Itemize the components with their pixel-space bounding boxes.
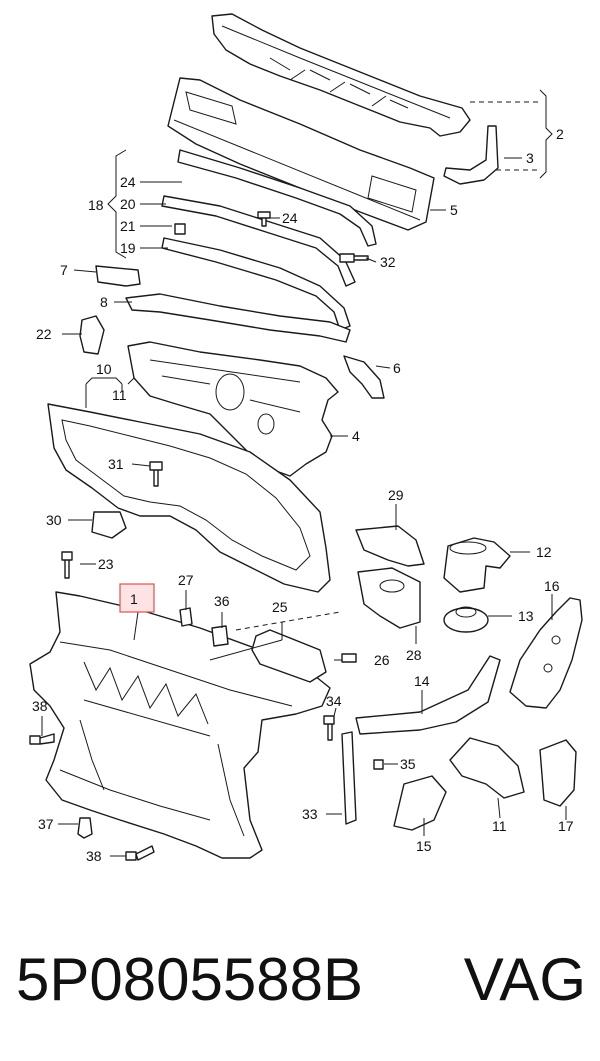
- part-12-housing: [443, 537, 511, 593]
- callout-labels: 1 2 3 5 24 18 20 21 24 19 32 7 8 22 6 4 …: [32, 126, 574, 864]
- callout-24-lower: 24: [282, 210, 298, 226]
- callout-33: 33: [302, 806, 318, 822]
- part-17-plate: [539, 739, 577, 807]
- part-36-clip: [211, 625, 229, 647]
- footer: 5P0805588B VAG: [0, 930, 600, 1030]
- part-10-firewall-panel: [47, 403, 331, 593]
- callout-21: 21: [120, 218, 136, 234]
- callout-5: 5: [450, 202, 458, 218]
- part-38-bolt-lower: [125, 845, 155, 861]
- part-37-clip: [77, 817, 93, 839]
- callout-11-lower: 11: [492, 818, 507, 834]
- callout-29: 29: [388, 487, 404, 503]
- callout-7: 7: [60, 262, 68, 278]
- callout-37: 37: [38, 816, 54, 832]
- part-15-bracket: [393, 775, 447, 831]
- callout-4: 4: [352, 428, 360, 444]
- highlight-box-part-1: [119, 583, 155, 613]
- callout-26: 26: [374, 652, 390, 668]
- part-33-strut: [341, 731, 357, 825]
- callout-2: 2: [556, 126, 564, 142]
- callout-19: 19: [120, 240, 136, 256]
- callout-23: 23: [98, 556, 114, 572]
- part-11-bracket: [449, 737, 525, 799]
- callout-24-upper: 24: [120, 174, 136, 190]
- callout-18: 18: [88, 197, 104, 213]
- callout-31: 31: [108, 456, 124, 472]
- part-4-bulkhead-insulation: [127, 341, 339, 477]
- part-7-bracket: [95, 265, 141, 287]
- callout-6: 6: [393, 360, 401, 376]
- callout-35: 35: [400, 756, 416, 772]
- part-31-bolt: [149, 461, 163, 487]
- callout-13: 13: [518, 608, 534, 624]
- callout-17: 17: [558, 818, 574, 834]
- callout-11-upper: 11: [112, 387, 127, 403]
- callout-27: 27: [178, 572, 194, 588]
- part-32-bolt: [339, 253, 369, 263]
- part-6-bracket: [343, 355, 385, 399]
- leader-lines: [41, 89, 567, 857]
- part-5-drain-tray: [167, 77, 435, 231]
- part-30-pad: [91, 511, 127, 539]
- part-number: 5P0805588B: [16, 946, 363, 1013]
- part-14-rail: [355, 655, 501, 735]
- part-34-bolt: [323, 715, 335, 741]
- callout-10: 10: [96, 361, 112, 377]
- callout-28: 28: [406, 647, 422, 663]
- callout-16: 16: [544, 578, 560, 594]
- callout-22: 22: [36, 326, 52, 342]
- brand-label: VAG: [463, 946, 586, 1013]
- part-28-air-duct: [357, 567, 421, 629]
- part-8-duct: [125, 293, 351, 343]
- callout-3: 3: [526, 150, 534, 166]
- part-22-bracket: [79, 315, 105, 355]
- part-2-plenum-cover: [211, 13, 471, 137]
- callout-36: 36: [214, 593, 230, 609]
- part-3-bracket: [443, 125, 499, 185]
- part-38-bolt-upper: [29, 733, 55, 745]
- part-16-side-member: [509, 597, 583, 709]
- part-24-seal: [177, 149, 377, 247]
- callout-34: 34: [326, 693, 342, 709]
- callout-15: 15: [416, 838, 432, 854]
- part-26-bolt: [341, 653, 357, 663]
- part-27-clip: [179, 607, 193, 627]
- callout-12: 12: [536, 544, 552, 560]
- callout-25: 25: [272, 599, 288, 615]
- callout-14: 14: [414, 673, 430, 689]
- part-20-seal: [161, 195, 356, 287]
- callout-8: 8: [100, 294, 108, 310]
- part-23-bolt: [61, 551, 73, 579]
- callout-20: 20: [120, 196, 136, 212]
- part-29-cover: [355, 525, 425, 567]
- callout-30: 30: [46, 512, 62, 528]
- part-1-front-carrier: [29, 591, 331, 859]
- part-35-nut: [373, 759, 384, 770]
- callout-38-upper: 38: [32, 698, 48, 714]
- callout-38-lower: 38: [86, 848, 102, 864]
- part-21-clip: [174, 223, 186, 235]
- part-13-mount: [443, 606, 489, 633]
- callout-1: 1: [130, 591, 138, 607]
- callout-32: 32: [380, 254, 396, 270]
